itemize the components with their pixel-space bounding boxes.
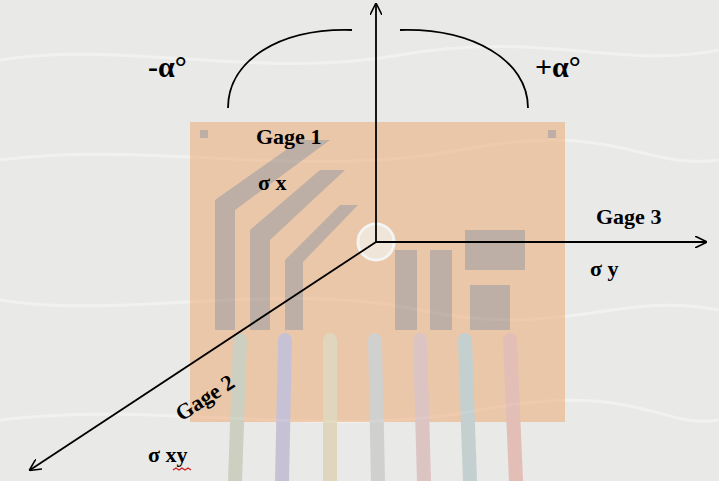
gage-label: Gage 1: [256, 126, 321, 148]
stress-label: σ x: [258, 172, 286, 194]
gage-axes: [30, 4, 706, 470]
angle-arc: [228, 30, 352, 108]
angle-label: -α°: [148, 52, 187, 82]
stress-label: σ y: [590, 258, 618, 280]
stress-label: σ xy: [148, 444, 187, 466]
gage1-axis: [375, 4, 377, 242]
spellcheck-underline: [173, 468, 191, 470]
angle-arc: [400, 30, 528, 108]
angle-label: +α°: [535, 52, 581, 82]
gage-label: Gage 3: [596, 206, 661, 228]
gage3-axis: [376, 241, 706, 243]
gage2-axis: [30, 242, 376, 470]
gage-label: Gage 2: [172, 371, 239, 425]
